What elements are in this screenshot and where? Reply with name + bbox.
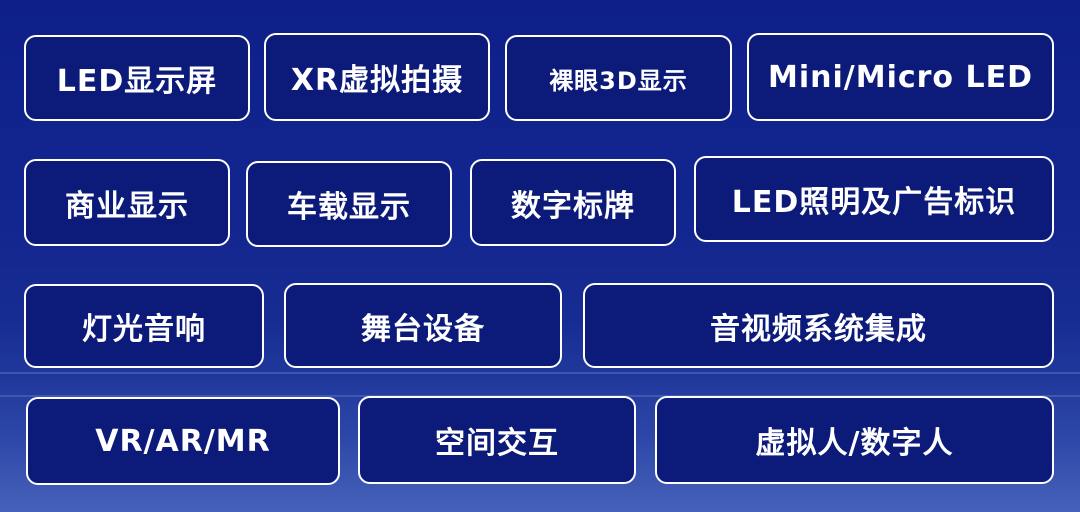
tag-lighting-audio: 灯光音响	[24, 284, 264, 368]
tag-led-display: LED显示屏	[24, 35, 250, 121]
tag-mini-micro-led: Mini/Micro LED	[747, 33, 1054, 121]
tag-naked-eye-3d: 裸眼3D显示	[505, 35, 732, 121]
tag-virtual-digital-human: 虚拟人/数字人	[655, 396, 1054, 484]
tag-commercial-display: 商业显示	[24, 159, 230, 246]
tag-vr-ar-mr: VR/AR/MR	[26, 397, 340, 485]
tag-stage-equipment: 舞台设备	[284, 283, 562, 368]
tag-av-system-integration: 音视频系统集成	[583, 283, 1054, 368]
tag-digital-signage: 数字标牌	[470, 159, 676, 246]
tag-led-lighting-signage: LED照明及广告标识	[694, 156, 1054, 242]
tag-vehicle-display: 车载显示	[246, 161, 452, 247]
tag-spatial-interaction: 空间交互	[358, 396, 636, 484]
background-stripe	[0, 372, 1080, 374]
tag-xr-virtual-production: XR虚拟拍摄	[264, 33, 490, 121]
